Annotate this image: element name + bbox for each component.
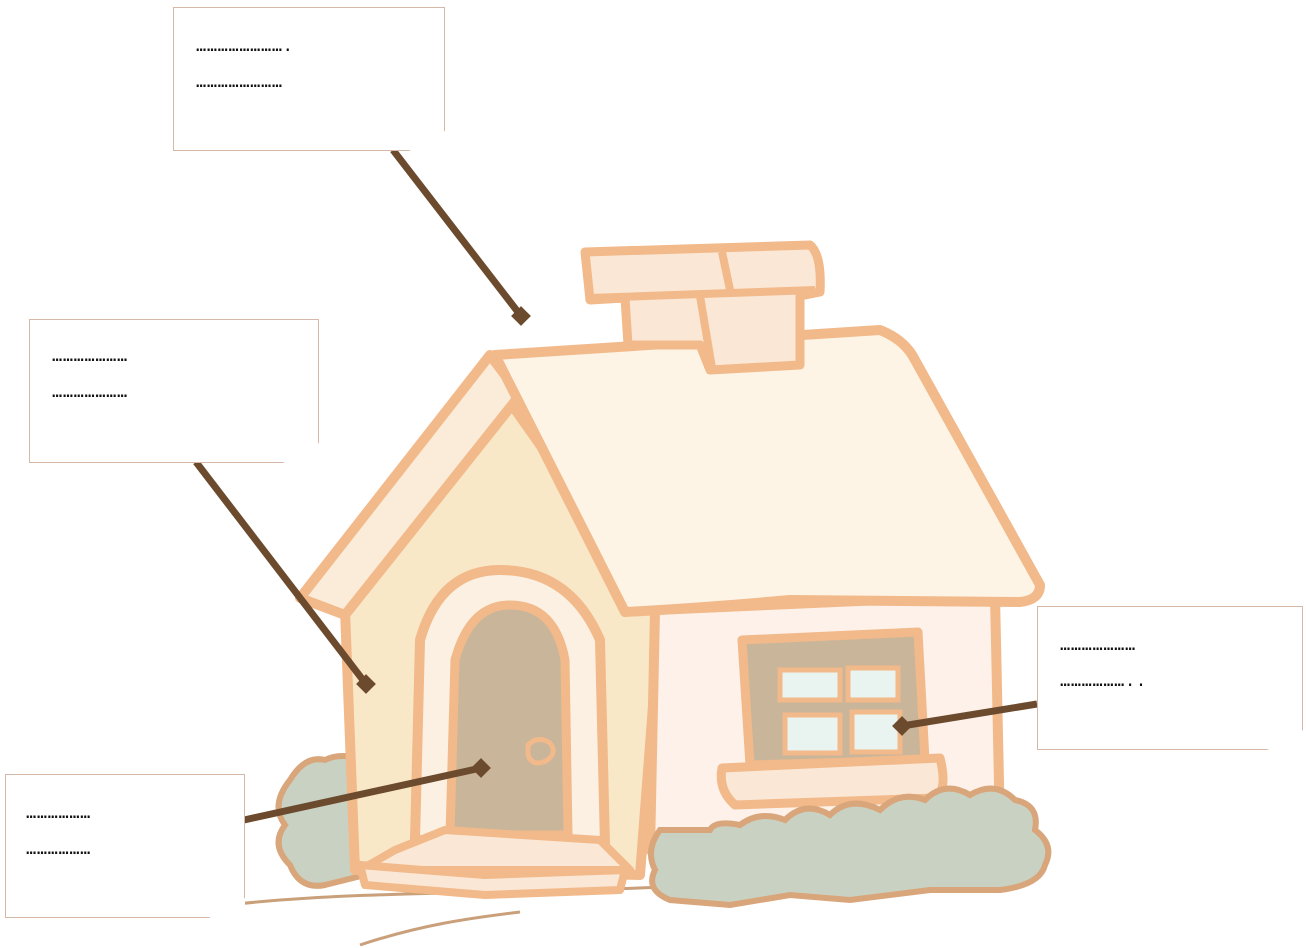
answer-line-1[interactable]: ………………… xyxy=(52,346,306,368)
label-box-roof: ……………………. …………………… xyxy=(173,7,445,151)
ground-line-2 xyxy=(360,912,520,945)
label-box-door: ……………… ……………… xyxy=(5,774,245,918)
label-box-wall: ………………… ………………… xyxy=(29,319,319,463)
label-box-window: ………………… ……………….. xyxy=(1037,606,1303,750)
window xyxy=(721,632,943,805)
page-curl xyxy=(283,443,319,463)
door xyxy=(450,605,568,835)
door-knob xyxy=(528,739,553,763)
page-curl xyxy=(1267,730,1303,750)
answer-line-2[interactable]: …………………… xyxy=(196,72,432,94)
answer-line-1[interactable]: ……………… xyxy=(26,803,232,825)
answer-line-1[interactable]: ………………… xyxy=(1060,635,1290,657)
pointer-roof xyxy=(393,150,531,326)
answer-line-1[interactable]: ……………………. xyxy=(196,36,432,58)
answer-line-2[interactable]: ………………… xyxy=(52,382,306,404)
page-curl xyxy=(209,898,245,918)
answer-line-2[interactable]: ……………… xyxy=(26,839,232,861)
answer-line-2[interactable]: ……………….. xyxy=(1060,671,1290,693)
page-curl xyxy=(409,131,445,151)
